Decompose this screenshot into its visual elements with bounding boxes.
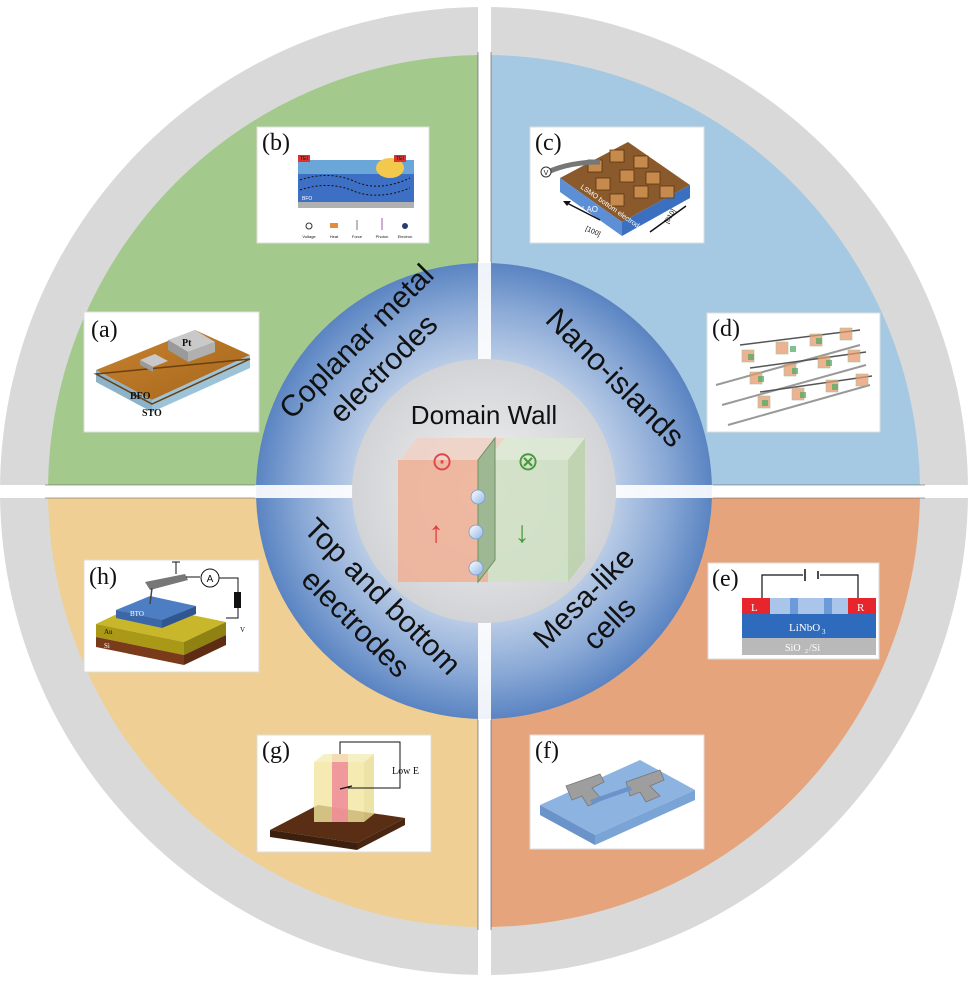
panel-e: (e) L R LiNbO 3 SiO 2 /Si bbox=[707, 562, 880, 660]
svg-text:⊗: ⊗ bbox=[517, 446, 539, 476]
panel-f: (f) bbox=[529, 734, 705, 850]
svg-text:TEI: TEI bbox=[300, 156, 308, 162]
svg-text:Force: Force bbox=[352, 234, 363, 239]
svg-text:BTO: BTO bbox=[130, 610, 144, 618]
svg-text:Electron: Electron bbox=[398, 234, 413, 239]
svg-text:TEI: TEI bbox=[396, 156, 404, 162]
svg-text:3: 3 bbox=[822, 628, 826, 636]
domain-wall-cube: ⊙ ⊗ ↑ ↓ bbox=[398, 436, 585, 584]
svg-text:V: V bbox=[544, 170, 549, 177]
svg-text:BFO: BFO bbox=[302, 196, 312, 202]
domain-wall-title: Domain Wall bbox=[411, 400, 557, 430]
svg-text:SiO: SiO bbox=[785, 643, 801, 654]
svg-text:A: A bbox=[207, 574, 214, 585]
svg-text:LAO: LAO bbox=[582, 205, 598, 214]
svg-text:Voltage: Voltage bbox=[302, 234, 316, 239]
svg-text:Low E: Low E bbox=[392, 766, 419, 777]
panel-b: (b) TEI TEI BFO Voltage Heat Force Photo… bbox=[256, 126, 430, 244]
panel-c: (c) V LSMO bottom electrode LAO [100] [0… bbox=[529, 126, 705, 244]
svg-text:Si: Si bbox=[104, 642, 110, 650]
svg-text:2: 2 bbox=[805, 649, 808, 655]
svg-text:(c): (c) bbox=[535, 130, 562, 156]
svg-text:Heat: Heat bbox=[330, 234, 339, 239]
svg-text:(a): (a) bbox=[91, 317, 118, 343]
svg-text:(e): (e) bbox=[712, 566, 739, 592]
svg-text:↓: ↓ bbox=[515, 516, 530, 549]
svg-text:(f): (f) bbox=[535, 738, 559, 764]
svg-text:BFO: BFO bbox=[130, 391, 151, 402]
panel-g: (g) Low E bbox=[256, 734, 432, 853]
svg-text:(b): (b) bbox=[262, 130, 290, 156]
svg-text:R: R bbox=[857, 602, 865, 614]
svg-text:↑: ↑ bbox=[429, 516, 444, 549]
svg-text:L: L bbox=[751, 602, 758, 614]
svg-text:V: V bbox=[240, 626, 245, 634]
panel-a: (a) Pt BFO STO bbox=[83, 311, 260, 433]
svg-text:Au: Au bbox=[104, 628, 113, 636]
panel-d: (d) bbox=[706, 312, 881, 433]
svg-text:⊙: ⊙ bbox=[431, 446, 453, 476]
svg-text:(g): (g) bbox=[262, 738, 290, 764]
svg-text:STO: STO bbox=[142, 408, 162, 419]
svg-text:Pt: Pt bbox=[182, 338, 192, 349]
svg-text:/Si: /Si bbox=[809, 643, 820, 654]
panel-h: (h) A BTO Au Si V bbox=[83, 559, 260, 673]
svg-text:(h): (h) bbox=[89, 564, 117, 590]
svg-text:Photon: Photon bbox=[376, 234, 389, 239]
svg-text:LiNbO: LiNbO bbox=[789, 622, 820, 634]
svg-text:(d): (d) bbox=[712, 316, 740, 342]
